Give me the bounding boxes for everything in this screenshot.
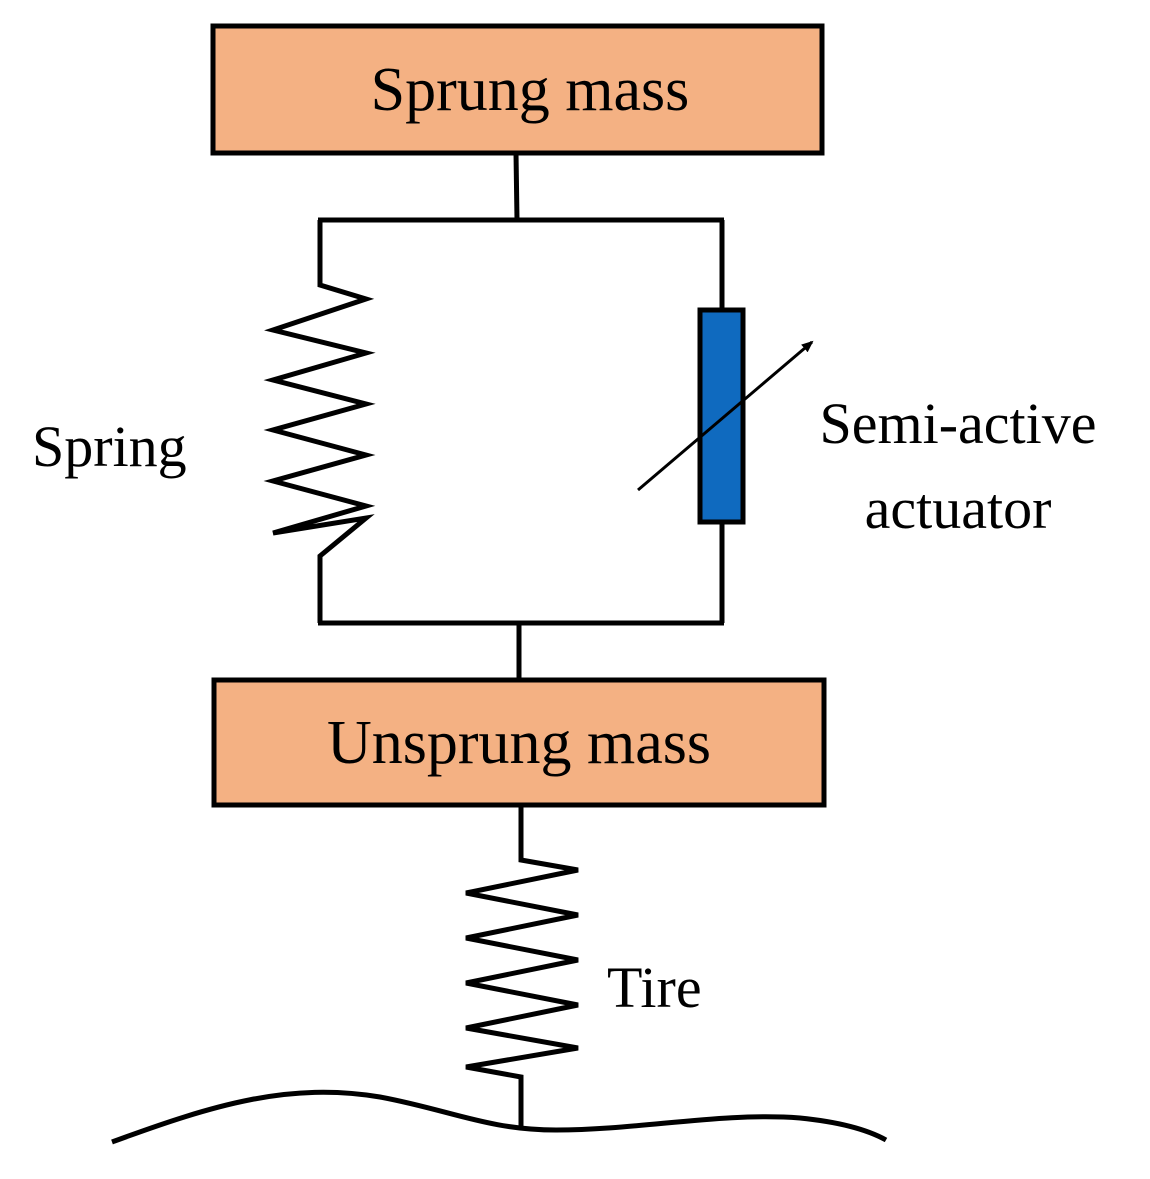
actuator-branch — [637, 220, 814, 623]
zigzag-spring-icon — [263, 220, 376, 623]
unsprung-mass-label: Unsprung mass — [327, 709, 711, 777]
sprung-mass: Sprung mass — [210, 23, 825, 156]
tire-spring-branch — [465, 805, 579, 1128]
actuator-label-line1: Semi-active — [819, 391, 1096, 456]
spring-label: Spring — [32, 414, 187, 479]
zigzag-spring-icon — [465, 805, 579, 1128]
tire-label: Tire — [607, 955, 702, 1020]
unsprung-mass-box — [211, 677, 827, 808]
actuator-label-line2: actuator — [865, 476, 1052, 541]
sprung-connector — [513, 152, 520, 221]
unsprung-mass: Unsprung mass — [211, 677, 827, 808]
suspension-spring-branch — [263, 220, 376, 623]
road-surface-curve — [111, 1089, 888, 1145]
damper-icon — [697, 307, 746, 525]
diagonal-arrow-icon — [637, 340, 814, 492]
sprung-mass-box — [210, 23, 825, 156]
sprung-mass-label: Sprung mass — [371, 56, 690, 124]
